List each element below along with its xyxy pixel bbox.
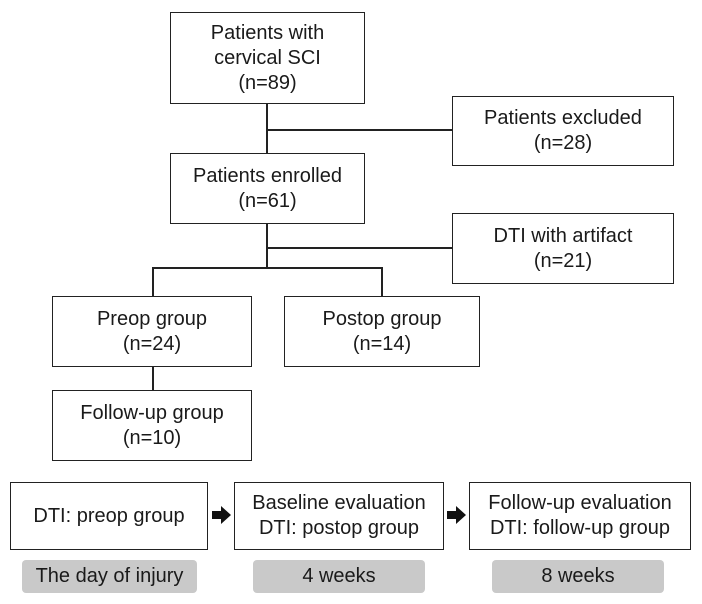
- preop-group-box: Preop group (n=24): [52, 296, 252, 367]
- patients-excluded-box: Patients excluded (n=28): [452, 96, 674, 166]
- timeline-step2-box: Baseline evaluation DTI: postop group: [234, 482, 444, 550]
- timeline-label-8-weeks: 8 weeks: [492, 560, 664, 593]
- postop-group-box: Postop group (n=14): [284, 296, 480, 367]
- step3-line2: DTI: follow-up group: [489, 517, 671, 539]
- step2-line2: DTI: postop group: [258, 517, 420, 539]
- timeline-label-4-weeks: 4 weeks: [253, 560, 425, 593]
- enrolled-line2: (n=61): [238, 189, 297, 212]
- connector-enrolled-split: [266, 224, 268, 268]
- step1-line1: DTI: preop group: [33, 504, 185, 527]
- connector-to-preop: [152, 267, 154, 296]
- step3-line1: Follow-up evaluation: [488, 492, 672, 514]
- artifact-line1: DTI with artifact: [493, 224, 633, 247]
- step2-line1: Baseline evaluation: [252, 492, 426, 514]
- connector-branch: [152, 267, 382, 269]
- patients-line1: Patients with: [210, 21, 325, 44]
- dti-artifact-box: DTI with artifact (n=21): [452, 213, 674, 284]
- timeline-step1-box: DTI: preop group: [10, 482, 208, 550]
- arrow-right-icon: [447, 506, 466, 524]
- followup-line2: (n=10): [122, 426, 182, 449]
- excluded-line2: (n=28): [533, 132, 593, 154]
- patients-line3: (n=89): [238, 71, 297, 94]
- arrow-right-icon: [212, 506, 231, 524]
- excluded-line1: Patients excluded: [484, 107, 642, 129]
- connector-to-excluded: [266, 129, 452, 131]
- followup-group-box: Follow-up group (n=10): [52, 390, 252, 461]
- patients-line2: cervical SCI: [214, 46, 321, 69]
- followup-line1: Follow-up group: [80, 401, 224, 424]
- preop-line2: (n=24): [122, 332, 182, 355]
- preop-line1: Preop group: [96, 307, 208, 330]
- enrolled-line1: Patients enrolled: [193, 164, 342, 187]
- connector-patients-enrolled: [266, 104, 268, 153]
- patients-cervical-sci-box: Patients with cervical SCI (n=89): [170, 12, 365, 104]
- artifact-line2: (n=21): [533, 249, 593, 272]
- timeline-label-day-of-injury: The day of injury: [22, 560, 197, 593]
- postop-line2: (n=14): [352, 332, 412, 355]
- postop-line1: Postop group: [322, 307, 442, 330]
- timeline-step3-box: Follow-up evaluation DTI: follow-up grou…: [469, 482, 691, 550]
- patients-enrolled-box: Patients enrolled (n=61): [170, 153, 365, 224]
- connector-to-artifact: [266, 247, 452, 249]
- connector-preop-followup: [152, 367, 154, 390]
- connector-to-postop: [381, 267, 383, 296]
